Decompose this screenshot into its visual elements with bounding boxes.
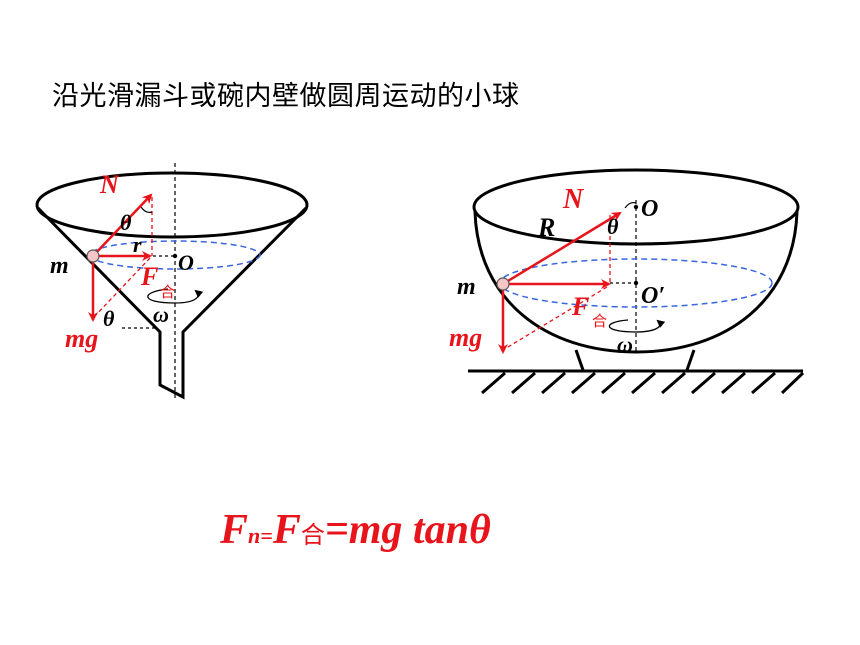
bowl-label-omega: ω <box>617 332 633 357</box>
funnel-label-r: r <box>133 232 142 257</box>
bowl-diagram: N O R θ m F 合 O′ ω mg <box>449 168 805 395</box>
bowl-center-dot-Oprime <box>633 280 639 286</box>
bowl-label-R: R <box>537 213 555 242</box>
bowl-label-m: m <box>457 274 476 300</box>
funnel-label-F-sub: 合 <box>160 283 175 301</box>
bowl-label-F-sub: 合 <box>592 312 607 330</box>
ground-hatching <box>481 371 805 395</box>
funnel-diagram: N θ r O m F 合 θ ω mg <box>35 163 309 400</box>
bowl-omega-arrow <box>608 319 666 333</box>
bowl-foot-left <box>574 349 585 371</box>
funnel-label-omega: ω <box>153 302 169 327</box>
funnel-theta-arc-top <box>140 206 153 214</box>
funnel-label-mg: mg <box>65 324 98 353</box>
bowl-label-O-prime: O′ <box>641 283 665 309</box>
funnel-label-O: O <box>178 250 194 275</box>
formula-eq: = <box>324 507 349 553</box>
funnel-ball <box>86 249 100 263</box>
bowl-N-arrow <box>502 211 622 286</box>
formula: Fn=F合=mg tanθ <box>220 500 491 560</box>
funnel-label-theta-top: θ <box>120 210 132 235</box>
bowl-center-dot-O <box>633 204 639 210</box>
funnel-label-m: m <box>50 253 69 279</box>
funnel-center-dot <box>172 253 178 259</box>
formula-eq-small: = <box>260 523 273 548</box>
funnel-omega-arrow <box>147 288 204 304</box>
formula-he: 合 <box>300 521 325 549</box>
formula-rhs: mg tanθ <box>348 507 491 553</box>
bowl-foot-right <box>685 349 696 371</box>
funnel-label-N: N <box>99 170 120 199</box>
bowl-label-mg: mg <box>449 323 482 352</box>
funnel-label-F: F <box>140 262 158 291</box>
bowl-label-F: F <box>571 292 589 321</box>
formula-F2: F <box>272 507 301 553</box>
bowl-label-theta: θ <box>607 214 619 239</box>
bowl-body <box>473 211 799 354</box>
page-title: 沿光滑漏斗或碗内壁做圆周运动的小球 <box>52 81 520 112</box>
formula-sub-n: n <box>248 523 261 548</box>
bowl-ball <box>496 277 510 291</box>
funnel-label-theta-bottom: θ <box>103 306 115 331</box>
funnel-N-arrow <box>92 193 153 257</box>
bowl-label-N: N <box>562 184 585 215</box>
bowl-mg-parallelogram <box>502 286 608 351</box>
formula-F: F <box>220 507 249 553</box>
funnel-rim <box>35 171 309 239</box>
funnel-cone <box>36 206 308 400</box>
bowl-label-O: O <box>641 196 658 222</box>
bowl-theta-arc <box>624 201 637 209</box>
